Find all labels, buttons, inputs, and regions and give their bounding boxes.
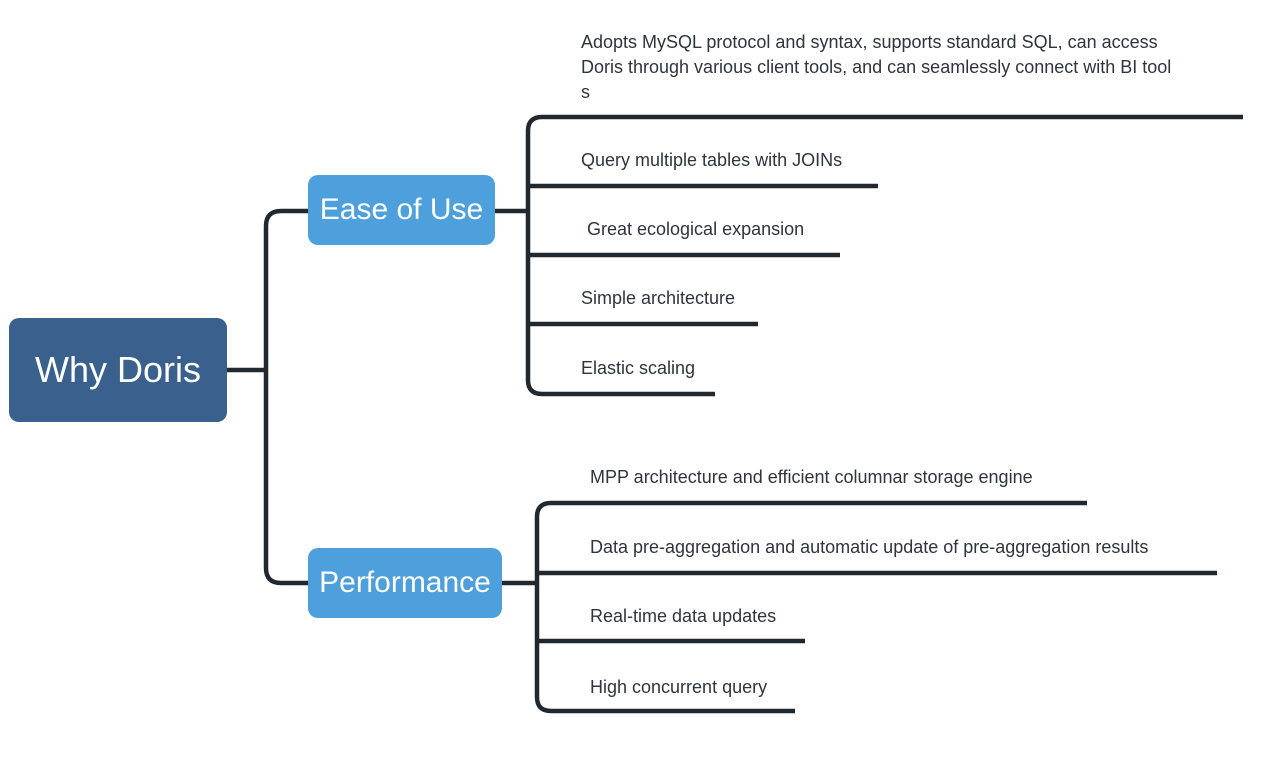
- main-trunk: [263, 208, 309, 586]
- node-ease-of-use[interactable]: Ease of Use: [308, 175, 495, 245]
- root-label: Why Doris: [34, 349, 201, 390]
- branch-label-ease: Ease of Use: [319, 193, 484, 226]
- leaf-high-concurrent-query[interactable]: High concurrent query: [590, 675, 767, 700]
- leaf-elastic-scaling[interactable]: Elastic scaling: [581, 356, 695, 381]
- leaf-pre-aggregation-label: Data pre-aggregation and automatic updat…: [590, 537, 1149, 557]
- leaf-ecological-expansion[interactable]: Great ecological expansion: [587, 217, 804, 242]
- leaf-ecological-expansion-label: Great ecological expansion: [587, 219, 805, 239]
- node-performance[interactable]: Performance: [308, 548, 502, 618]
- branch-label-performance: Performance: [319, 566, 491, 599]
- leaf-mysql-protocol-line-3: s: [581, 82, 590, 102]
- leaf-realtime-updates[interactable]: Real-time data updates: [590, 604, 776, 629]
- leaf-high-concurrent-query-label: High concurrent query: [590, 677, 768, 697]
- leaf-mpp-architecture-label: MPP architecture and efficient columnar …: [590, 467, 1033, 487]
- leaf-mysql-protocol-line-1: Adopts MySQL protocol and syntax, suppor…: [581, 32, 1158, 52]
- leaf-query-joins-label: Query multiple tables with JOINs: [581, 150, 843, 170]
- leaf-simple-architecture[interactable]: Simple architecture: [581, 286, 735, 311]
- leaf-mysql-protocol-line-2: Doris through various client tools, and …: [581, 57, 1172, 77]
- leaf-pre-aggregation[interactable]: Data pre-aggregation and automatic updat…: [590, 535, 1148, 560]
- node-why-doris[interactable]: Why Doris: [9, 318, 227, 422]
- leaf-mpp-architecture[interactable]: MPP architecture and efficient columnar …: [590, 465, 1033, 490]
- leaf-query-joins[interactable]: Query multiple tables with JOINs: [581, 148, 842, 173]
- leaf-mysql-protocol[interactable]: Adopts MySQL protocol and syntax, suppor…: [581, 30, 1171, 105]
- leaf-simple-architecture-label: Simple architecture: [581, 288, 736, 308]
- perf-spine-with-first-last-underlines: [534, 500, 1087, 714]
- leaf-realtime-updates-label: Real-time data updates: [590, 606, 777, 626]
- leaf-elastic-scaling-label: Elastic scaling: [581, 358, 696, 378]
